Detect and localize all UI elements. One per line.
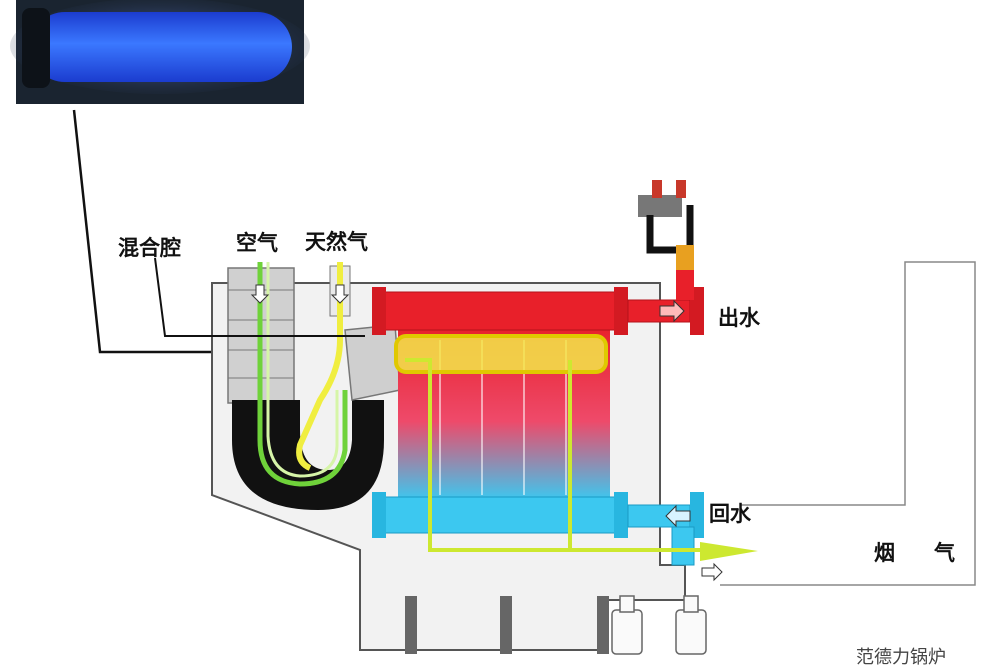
flue-outlet-arrow: [701, 562, 723, 582]
mixing-chamber-label: 混合腔: [118, 236, 181, 260]
burner-tube: [394, 334, 608, 374]
flue-gas-path: [405, 358, 700, 552]
water-return-label: 回水: [709, 502, 751, 526]
water-out-arrow: [659, 299, 685, 323]
safety-valve: [638, 180, 694, 300]
air-inlet-arrow: [250, 284, 270, 304]
condensate-bottles: [611, 595, 707, 655]
flue-duct: [720, 261, 976, 586]
hot-water-header: [372, 287, 704, 335]
natural-gas-label: 天然气: [305, 230, 368, 254]
fan-elbow: [232, 400, 384, 510]
flame-inset: [10, 0, 310, 104]
mixing-chamber-leader: [154, 257, 365, 337]
water-out-label: 出水: [718, 306, 760, 330]
gas-inlet-arrow: [330, 284, 350, 304]
flue-gas-label-2: 气: [934, 541, 955, 565]
support-legs: [405, 596, 609, 654]
water-return-arrow: [665, 504, 691, 528]
gas-flow-path: [296, 262, 343, 471]
air-flow-path: [257, 262, 348, 487]
flue-gas-arrow: [700, 542, 758, 561]
brand-watermark: 范德力锅炉: [856, 647, 946, 668]
flue-gas-label-1: 烟: [874, 541, 895, 565]
air-label: 空气: [236, 231, 278, 255]
air-flow-path-inner: [266, 262, 339, 478]
